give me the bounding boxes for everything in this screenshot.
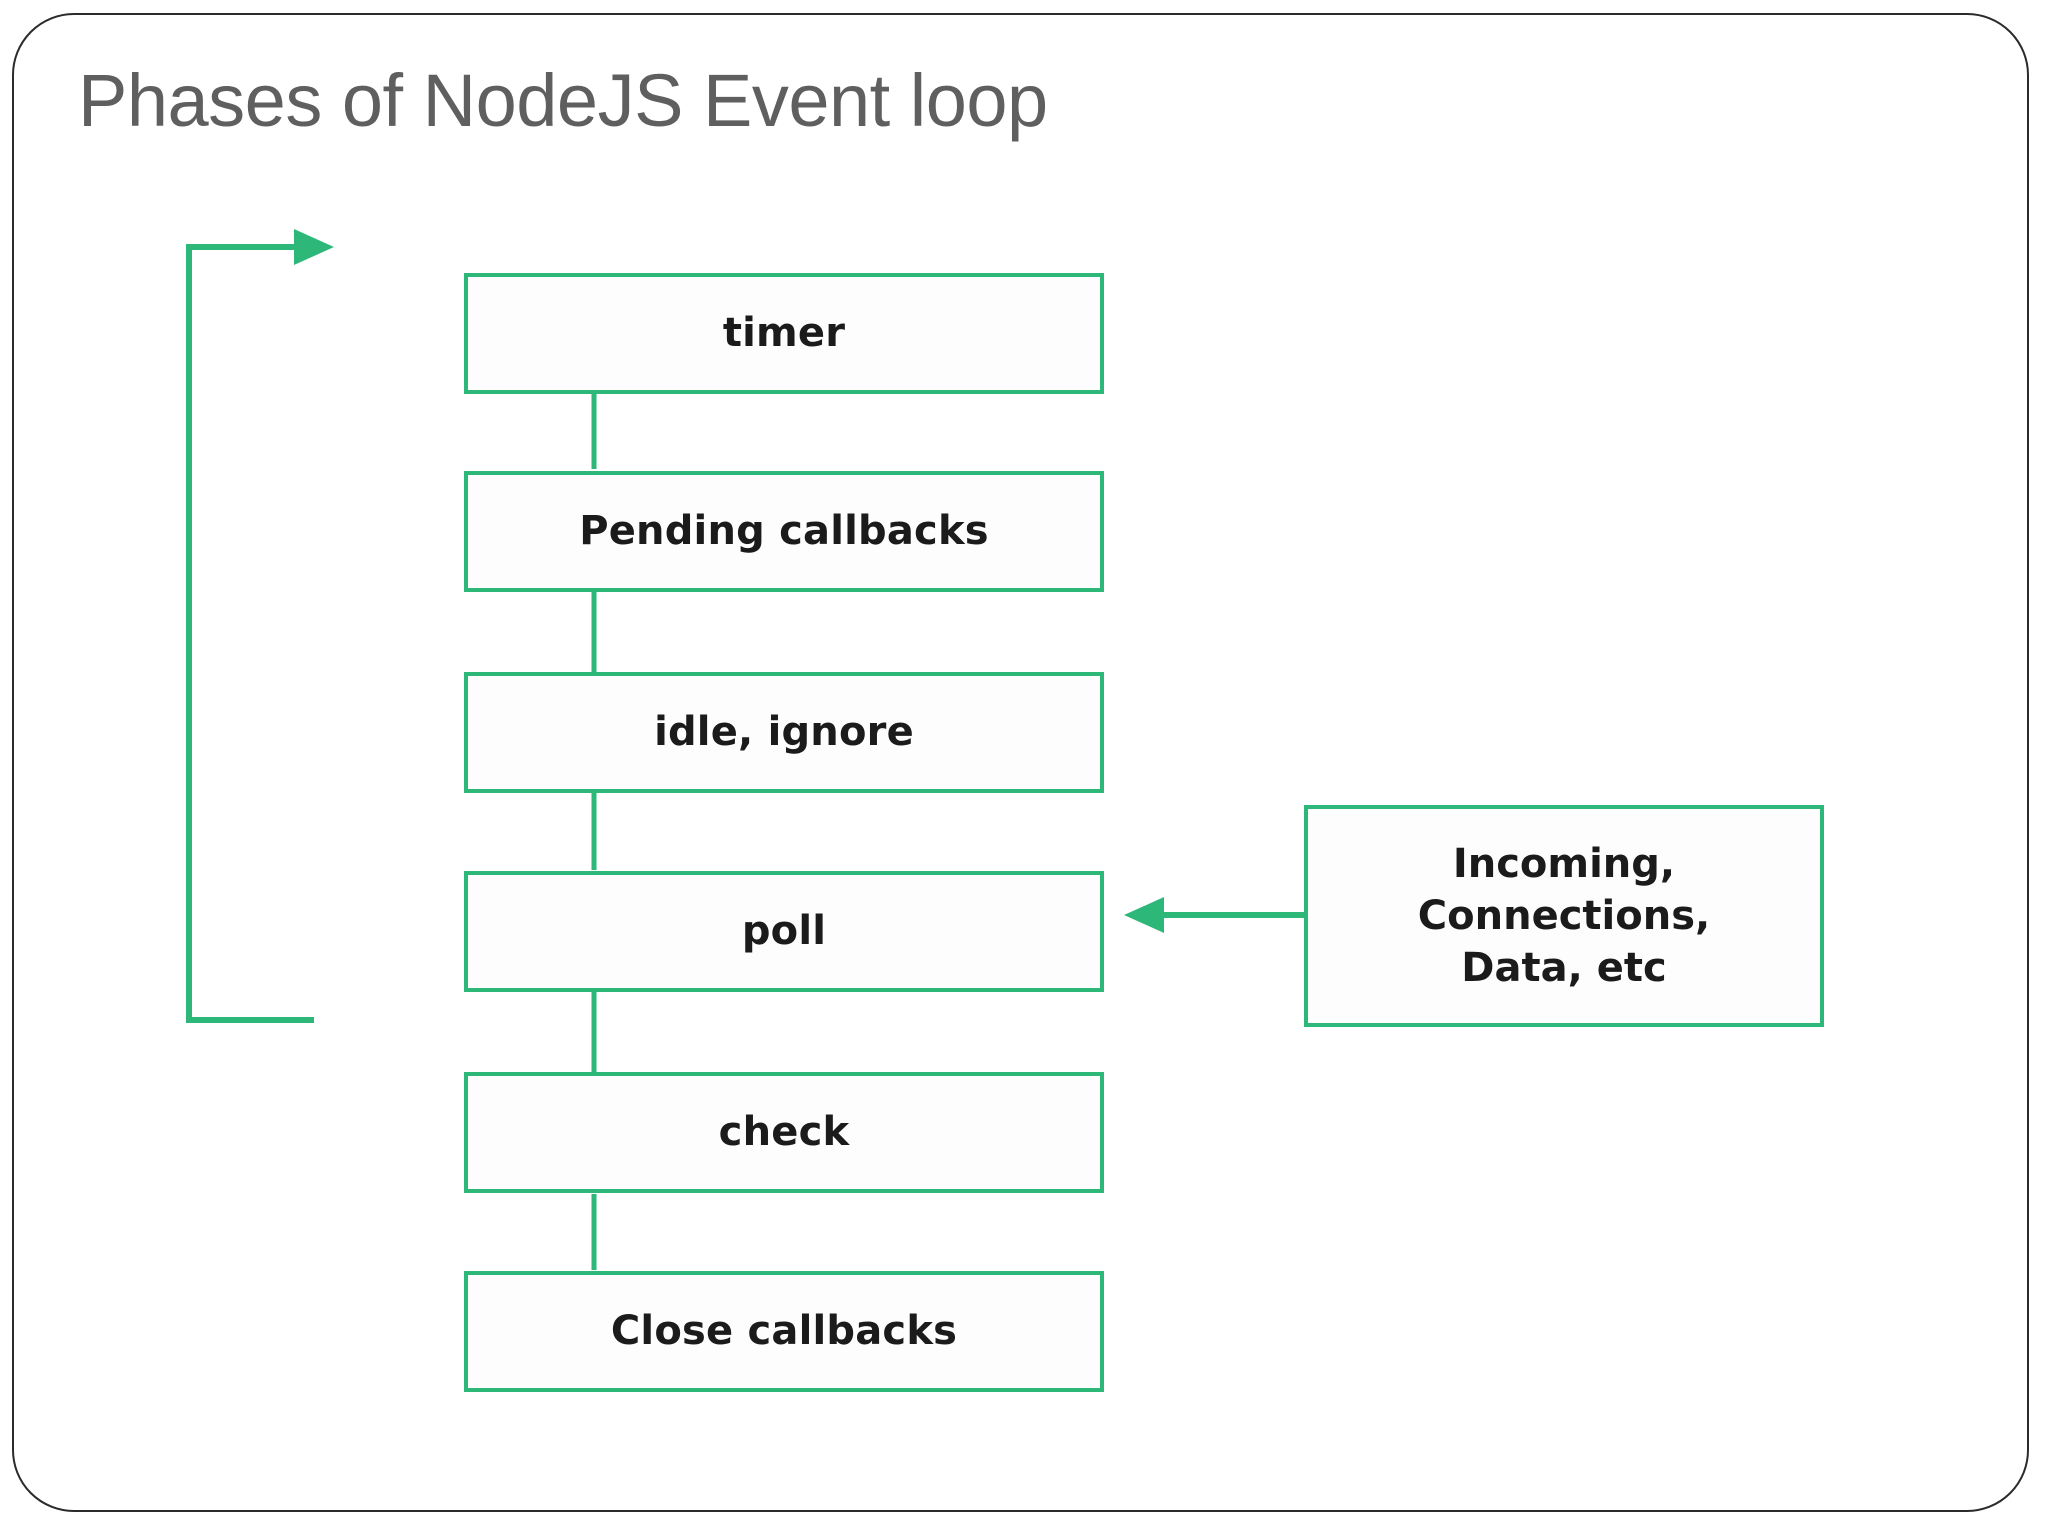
phase-box-check[interactable]: check xyxy=(464,1072,1104,1193)
event-loop-diagram: timer Pending callbacks idle, ignore pol… xyxy=(14,15,2031,1514)
phase-box-close-callbacks[interactable]: Close callbacks xyxy=(464,1271,1104,1392)
loop-back-arrowhead xyxy=(294,229,334,265)
phase-box-timer[interactable]: timer xyxy=(464,273,1104,394)
loop-back-path xyxy=(186,244,314,1023)
phase-label-close-callbacks: Close callbacks xyxy=(610,1307,958,1354)
phase-box-idle-ignore[interactable]: idle, ignore xyxy=(464,672,1104,793)
phase-box-poll[interactable]: poll xyxy=(464,871,1104,992)
incoming-arrowhead xyxy=(1124,897,1164,933)
phase-label-idle-ignore: idle, ignore xyxy=(654,708,914,755)
page-title: Phases of NodeJS Event loop xyxy=(78,59,1048,142)
phase-box-pending-callbacks[interactable]: Pending callbacks xyxy=(464,471,1104,592)
phase-label-timer: timer xyxy=(722,309,846,356)
phase-label-pending-callbacks: Pending callbacks xyxy=(579,507,989,554)
phase-label-poll: poll xyxy=(741,907,827,954)
slide-frame: Phases of NodeJS Event loop timer Pendin… xyxy=(12,13,2029,1512)
phase-label-check: check xyxy=(718,1108,850,1155)
incoming-input-box[interactable]: Incoming, Connections, Data, etc xyxy=(1304,805,1824,1027)
incoming-input-label: Incoming, Connections, Data, etc xyxy=(1417,841,1711,991)
